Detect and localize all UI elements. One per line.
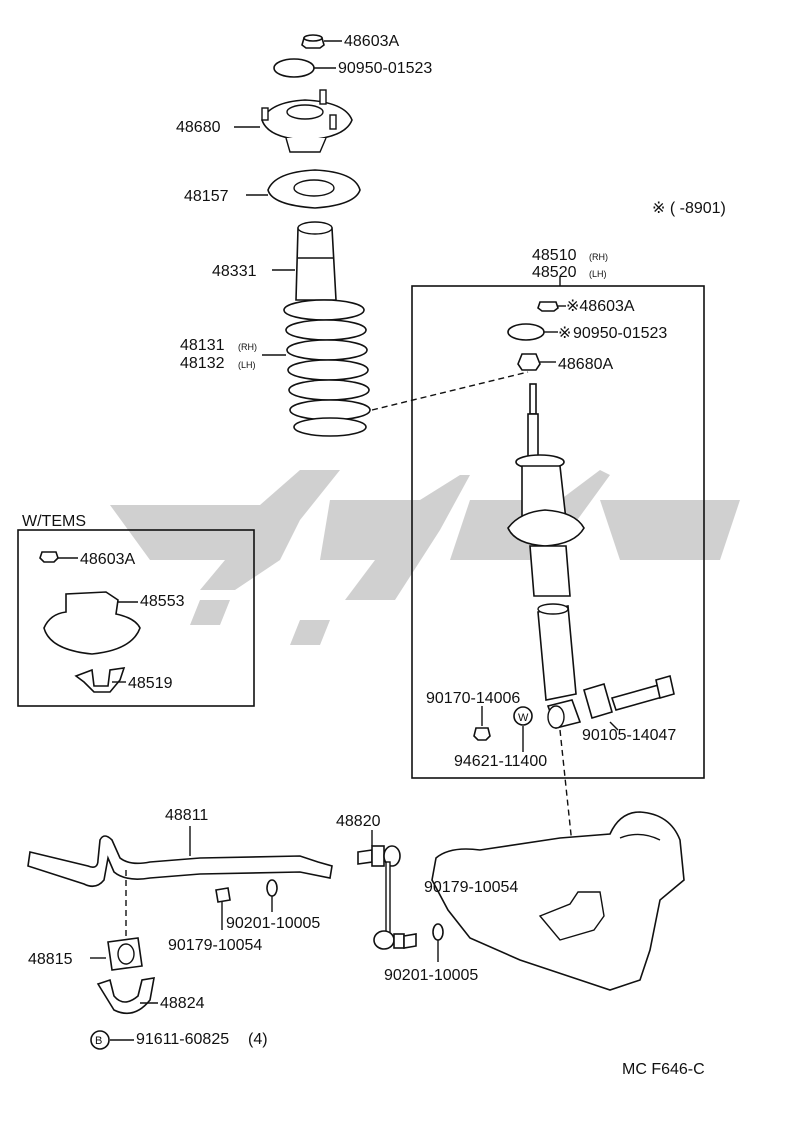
bolt-90105-14047 <box>583 674 675 731</box>
footer-code: MC F646-C <box>622 1061 705 1078</box>
label-90170: 90170-14006 <box>426 690 520 707</box>
assembly-dash-spring <box>371 371 529 411</box>
actuator-48553 <box>43 591 141 655</box>
tems-box <box>17 529 255 707</box>
washer-90201-right <box>432 923 444 962</box>
label-90950-box: 90950-01523 <box>573 325 667 342</box>
label-48131-side: (RH) <box>238 342 257 352</box>
label-48520: 48520 <box>532 264 577 281</box>
label-48603a-tems: 48603A <box>80 551 135 568</box>
label-94621: 94621-11400 <box>454 753 547 770</box>
label-48820: 48820 <box>336 813 381 830</box>
note-range: ※ ( -8901) <box>652 200 726 217</box>
label-b-mark: B <box>95 1035 102 1047</box>
nut-48603a-top <box>301 34 342 49</box>
nut-90179-left <box>215 887 231 930</box>
lower-bushing <box>546 699 582 729</box>
label-90950-top: 90950-01523 <box>338 60 432 77</box>
nut-48603a-tems <box>39 551 78 563</box>
label-90179-left: 90179-10054 <box>168 937 262 954</box>
label-48680: 48680 <box>176 119 221 136</box>
label-48510: 48510 <box>532 247 577 264</box>
label-48811: 48811 <box>165 807 208 824</box>
label-48603a-box: ※48603A <box>566 298 635 315</box>
stabilizer-bar-48811 <box>27 826 333 888</box>
stabilizer-link-48820 <box>357 830 417 950</box>
bump-stopper-48331 <box>272 221 337 301</box>
label-48331: 48331 <box>212 263 257 280</box>
label-90201-left: 90201-10005 <box>226 915 320 932</box>
label-tems: W/TEMS <box>22 513 86 530</box>
bushing-48815 <box>90 937 143 971</box>
label-48510-side: (RH) <box>589 252 608 262</box>
washer-90950-box <box>507 323 558 341</box>
label-90105: 90105-14047 <box>582 727 676 744</box>
shock-absorber <box>507 383 585 597</box>
label-48824: 48824 <box>160 995 205 1012</box>
spring-seat-48157 <box>246 169 361 209</box>
shock-assembly-box <box>411 285 705 779</box>
watermark-logo <box>110 470 740 645</box>
label-90179-right: 90179-10054 <box>424 879 518 896</box>
label-w-mark: W <box>518 712 529 724</box>
label-90201-right: 90201-10005 <box>384 967 478 984</box>
label-48131: 48131 <box>180 337 225 354</box>
label-48132: 48132 <box>180 355 225 372</box>
w-mark-icon <box>513 706 533 752</box>
coil-spring-48131 <box>262 299 371 437</box>
lower-control-arm <box>431 811 685 991</box>
label-48519: 48519 <box>128 675 173 692</box>
bracket-48824 <box>96 977 158 1015</box>
b-mark-icon <box>90 1030 134 1050</box>
label-48680a: 48680A <box>558 356 613 373</box>
label-91611: 91611-60825 <box>136 1031 229 1048</box>
washer-90201-left <box>266 879 278 912</box>
label-48157: 48157 <box>184 188 229 205</box>
label-90950-box-mark: ※ <box>558 325 571 342</box>
label-48132-side: (LH) <box>238 360 256 370</box>
nut-48603a-box <box>537 301 566 312</box>
label-48553: 48553 <box>140 593 185 610</box>
label-48603a-top: 48603A <box>344 33 399 50</box>
washer-90950-top <box>273 58 336 78</box>
bracket-48519 <box>74 667 126 693</box>
assembly-dash-knuckle <box>559 729 581 921</box>
dust-cover <box>537 603 577 701</box>
label-91611-qty: (4) <box>248 1031 268 1048</box>
nut-90170-14006 <box>473 706 491 741</box>
label-48815: 48815 <box>28 951 73 968</box>
label-48520-side: (LH) <box>589 269 607 279</box>
bushing-48680a <box>517 353 556 371</box>
upper-support-48680 <box>234 89 353 153</box>
